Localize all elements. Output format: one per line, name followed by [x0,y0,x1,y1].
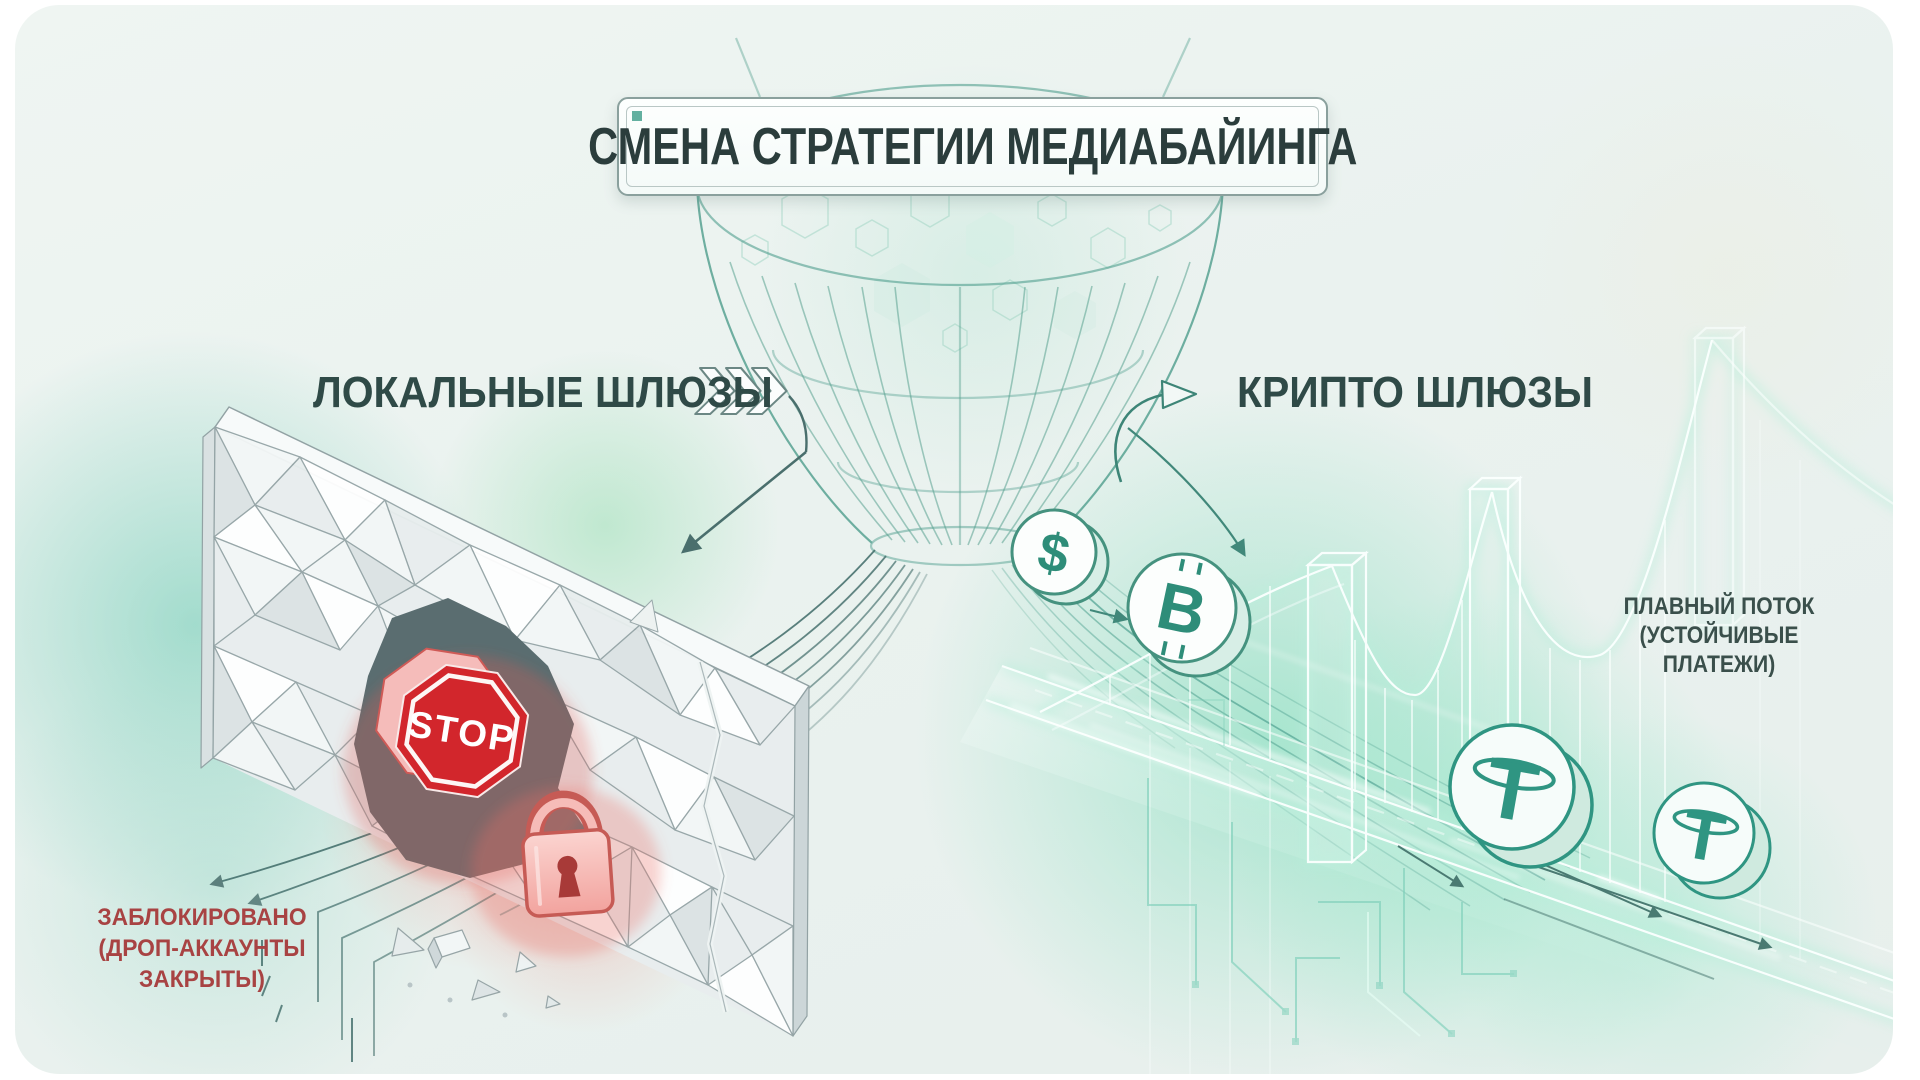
blocked-status-line1: ЗАБЛОКИРОВАНО [97,904,307,931]
crypto-path-arrows [1089,427,1246,624]
stop-sign-icon: STOP [343,647,593,885]
flow-arrows [1397,845,1773,980]
page-title: СМЕНА СТРАТЕГИИ МЕДИАБАЙИНГА [587,117,1358,176]
title-box: СМЕНА СТРАТЕГИИ МЕДИАБАЙИНГА [588,97,1357,196]
blocked-tick-marks [261,940,353,1062]
bridge-illustration [960,325,1893,1074]
bridge-tower-right [1692,325,1747,628]
flow-status-label: ПЛАВНЫЙ ПОТОК (УСТОЙЧИВЫЕ ПЛАТЕЖИ) [1564,592,1874,679]
tether-coin-large-icon: T [1448,723,1594,869]
bridge-tower-left [1305,550,1369,865]
dollar-coin-icon: $ [1010,508,1110,606]
flow-status-line2: (УСТОЙЧИВЫЕ ПЛАТЕЖИ) [1639,622,1799,678]
tether-coin-small-icon: T [1652,781,1772,900]
chevrons-icon [694,367,788,415]
funnel-hex-pattern [741,182,1172,353]
blocked-status-line3: ЗАКРЫТЫ) [138,966,266,993]
blocked-path-arrow [680,395,808,554]
wall-facets [212,426,796,1037]
circuit-traces [1147,699,1517,1045]
diagram-artwork: STOP [200,37,1893,1074]
flow-status-line1: ПЛАВНЫЙ ПОТОК [1623,593,1815,620]
padlock-icon [471,787,661,957]
bitcoin-coin-icon: B [1126,552,1252,678]
debris [391,927,561,1018]
right-gateway-label: КРИПТО ШЛЮЗЫ [1237,368,1594,417]
title-marker-square [632,111,642,121]
left-gateway-label: ЛОКАЛЬНЫЕ ШЛЮЗЫ [313,368,773,417]
blocked-status-line2: (ДРОП-АККАУНТЫ [98,935,306,962]
curved-arrow-icon [1114,379,1198,483]
bridge-underdeck-posts [1149,735,1271,1074]
blocked-status-label: ЗАБЛОКИРОВАНО (ДРОП-АККАУНТЫ ЗАКРЫТЫ) [57,902,347,995]
